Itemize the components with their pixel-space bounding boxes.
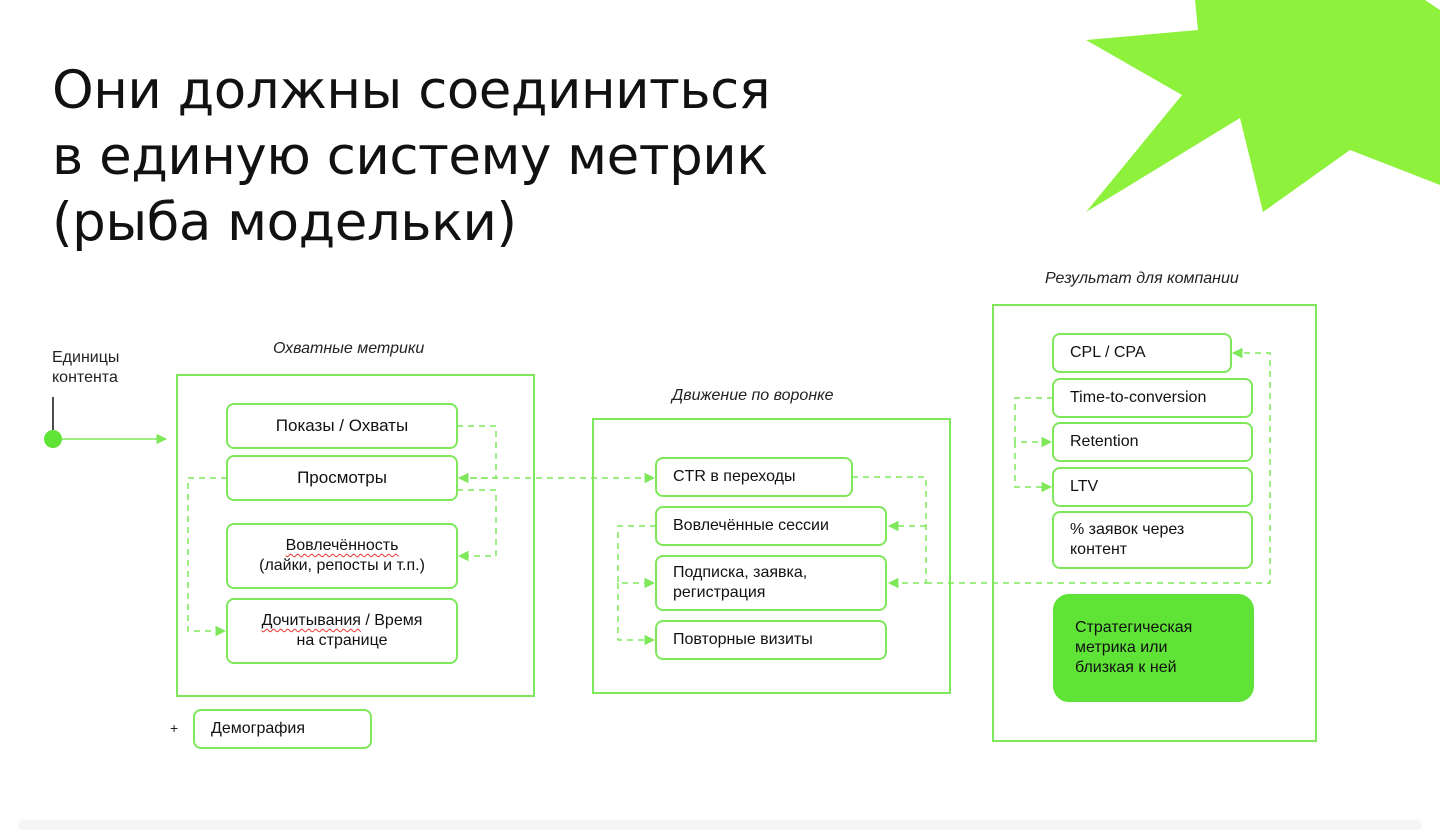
link-ctr-funnel	[852, 476, 927, 589]
metric-readthrough-line-2: на странице	[296, 632, 388, 649]
metric-requests-share: % заявок через контент	[1052, 511, 1253, 569]
funnel-label: Движение по воронке	[672, 387, 834, 404]
metric-demography: Демография	[193, 709, 372, 749]
metric-ctr-text: CTR в переходы	[673, 468, 796, 485]
decorative-star-icon	[1086, 0, 1440, 212]
units-line-1: Единицы	[52, 349, 120, 366]
reach-metrics-label: Охватные метрики	[273, 340, 425, 357]
metric-ltv: LTV	[1052, 467, 1253, 507]
bottom-bar	[18, 820, 1422, 830]
metric-cpl-text: CPL / CPA	[1070, 344, 1146, 361]
metric-shows: Показы / Охваты	[226, 403, 458, 449]
content-units-label: Единицы контента	[52, 348, 119, 388]
title-line-2: в единую систему метрик	[52, 126, 768, 187]
metric-engaged-sessions: Вовлечённые сессии	[655, 506, 887, 546]
metric-engagement: Вовлечённость (лайки, репосты и т.п.)	[226, 523, 458, 589]
link-sessions-signup	[617, 525, 656, 589]
page-title: Они должны соединиться в единую систему …	[52, 58, 952, 256]
metric-requests-line-2: контент	[1070, 541, 1128, 558]
metric-signup: Подписка, заявка, регистрация	[655, 555, 887, 611]
strategic-line-3: близкая к ней	[1075, 659, 1177, 676]
result-frame	[992, 304, 1317, 742]
metric-engagement-line-2: (лайки, репосты и т.п.)	[259, 557, 425, 574]
strategic-line-1: Стратегическая	[1075, 619, 1193, 636]
link-views-engagement	[457, 489, 497, 562]
units-line-2: контента	[52, 369, 118, 386]
metric-retention-text: Retention	[1070, 433, 1139, 450]
metric-requests-line-1: % заявок через	[1070, 521, 1185, 538]
metric-ctr: CTR в переходы	[655, 457, 853, 497]
strategic-metric: Стратегическая метрика или близкая к ней	[1053, 594, 1254, 702]
metric-readthrough-time: / Время	[360, 612, 423, 629]
funnel-frame	[592, 418, 951, 694]
link-ttc-ltv	[1014, 442, 1053, 493]
entry-dot	[44, 430, 62, 448]
result-label: Результат для компании	[1045, 270, 1239, 287]
metric-signup-line-1: Подписка, заявка,	[673, 564, 808, 581]
link-ttc-retention	[1014, 397, 1053, 448]
link-sessions-repeat	[617, 583, 656, 646]
title-line-1: Они должны соединиться	[52, 60, 771, 121]
metric-ttc-text: Time-to-conversion	[1070, 389, 1207, 406]
metric-ltv-text: LTV	[1070, 478, 1099, 495]
strategic-line-2: метрика или	[1075, 639, 1168, 656]
metric-engaged-sessions-text: Вовлечённые сессии	[673, 517, 829, 534]
metric-cpl: CPL / CPA	[1052, 333, 1232, 373]
title-line-3: (рыба модельки)	[52, 192, 517, 253]
metric-readthrough: Дочитывания / Время на странице	[226, 598, 458, 664]
metric-shows-text: Показы / Охваты	[275, 416, 409, 435]
metric-demography-text: Демография	[211, 720, 306, 737]
reach-metrics-frame	[176, 374, 535, 697]
metric-views-text: Просмотры	[297, 468, 387, 487]
metric-repeat-visits: Повторные визиты	[655, 620, 887, 660]
metric-ttc: Time-to-conversion	[1052, 378, 1253, 418]
link-views-readthrough	[187, 477, 227, 637]
plus-sign: +	[170, 720, 179, 736]
metric-engagement-line-1: Вовлечённость	[285, 537, 399, 554]
metric-repeat-visits-text: Повторные визиты	[673, 631, 813, 648]
metric-signup-line-2: регистрация	[673, 584, 766, 601]
metric-retention: Retention	[1052, 422, 1253, 462]
metric-views: Просмотры	[226, 455, 458, 501]
metric-readthrough-word: Дочитывания	[261, 612, 361, 629]
